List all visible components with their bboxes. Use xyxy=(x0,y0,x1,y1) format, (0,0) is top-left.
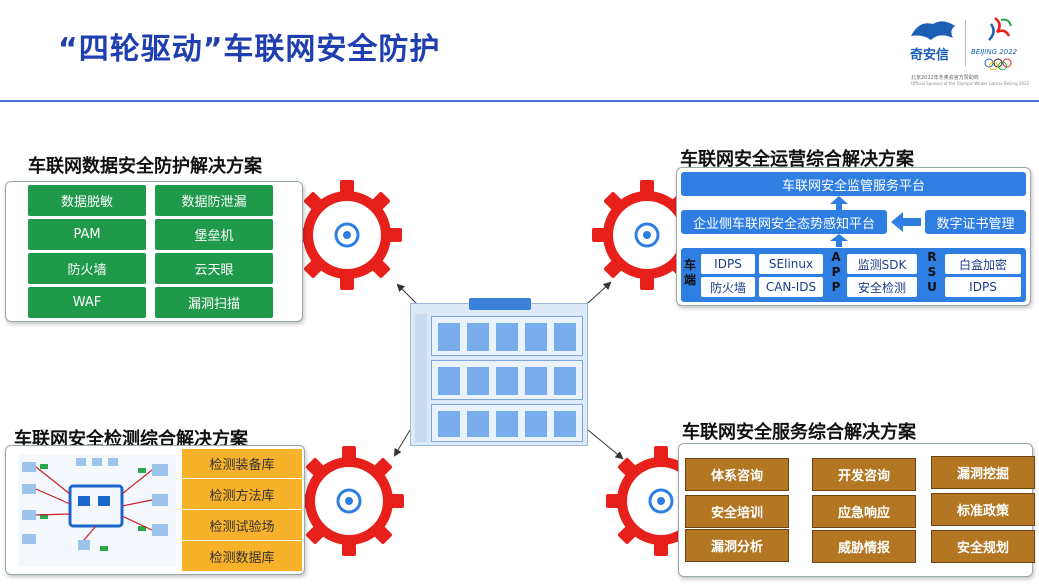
diagram-row xyxy=(431,360,583,400)
waf-item[interactable]: WAF xyxy=(28,287,146,318)
test-bench-diagram-icon xyxy=(18,454,176,566)
diagram-row xyxy=(431,404,583,442)
car-idps[interactable]: IDPS xyxy=(701,254,755,274)
operations-title: 车联网安全运营综合解决方案 xyxy=(680,149,914,170)
app-monitor-sdk[interactable]: 监测SDK xyxy=(847,254,917,274)
method-library[interactable]: 检测方法库 xyxy=(182,479,302,510)
threat-intel[interactable]: 威胁情报 xyxy=(812,530,916,563)
logo-caption-cn: 北京2022年冬奥会官方赞助商 xyxy=(911,75,979,81)
supervision-platform[interactable]: 车联网安全监管服务平台 xyxy=(681,172,1026,196)
cloud-eye-item[interactable]: 云天眼 xyxy=(155,253,273,284)
emergency-response[interactable]: 应急响应 xyxy=(812,495,916,528)
diagram-header xyxy=(469,298,531,310)
endpoint-block: 车端 IDPS SElinux 防火墙 CAN-IDS APP 监测SDK 安全… xyxy=(681,248,1026,302)
gear-icon xyxy=(592,180,702,290)
app-security-check[interactable]: 安全检测 xyxy=(847,277,917,297)
system-consulting[interactable]: 体系咨询 xyxy=(685,458,789,491)
pam-item[interactable]: PAM xyxy=(28,219,146,250)
security-training[interactable]: 安全培训 xyxy=(685,495,789,528)
gear-icon xyxy=(294,446,404,556)
detection-title: 车联网安全检测综合解决方案 xyxy=(14,429,248,450)
diagram-side-labels xyxy=(415,314,427,442)
rsu-idps[interactable]: IDPS xyxy=(945,277,1021,297)
services-title: 车联网安全服务综合解决方案 xyxy=(682,422,916,443)
security-planning[interactable]: 安全规划 xyxy=(931,530,1035,563)
detection-panel: 检测装备库 检测方法库 检测试验场 检测数据库 xyxy=(5,445,305,575)
page-title: “四轮驱动”车联网安全防护 xyxy=(58,32,441,67)
arrow-up-icon xyxy=(830,196,848,210)
rsu-whitebox-encryption[interactable]: 白盒加密 xyxy=(945,254,1021,274)
vuln-mining[interactable]: 漏洞挖掘 xyxy=(931,456,1035,489)
gear-icon xyxy=(292,180,402,290)
situation-awareness-platform[interactable]: 企业侧车联网安全态势感知平台 xyxy=(681,210,887,234)
arrow-left-icon xyxy=(891,212,921,232)
test-bench-diagram xyxy=(18,454,176,566)
data-library[interactable]: 检测数据库 xyxy=(182,541,302,572)
logo-brand: 奇安信 xyxy=(910,48,950,63)
services-panel: 体系咨询 开发咨询 漏洞挖掘 安全培训 应急响应 标准政策 漏洞分析 威胁情报 … xyxy=(678,443,1035,577)
car-selinux[interactable]: SElinux xyxy=(759,254,823,274)
architecture-diagram xyxy=(410,298,588,446)
logo-caption-en: Official Sponsor of the Olympic Winter G… xyxy=(911,81,1030,86)
car-label: 车端 xyxy=(683,258,696,287)
data-masking-item[interactable]: 数据脱敏 xyxy=(28,185,146,216)
bastion-item[interactable]: 堡垒机 xyxy=(155,219,273,250)
qax-tiger-icon xyxy=(911,21,955,40)
rsu-label: RSU xyxy=(927,250,937,294)
olympic-rings-icon xyxy=(984,58,1012,70)
olympic-emblem-icon xyxy=(988,17,1012,41)
test-field[interactable]: 检测试验场 xyxy=(182,510,302,541)
vuln-analysis[interactable]: 漏洞分析 xyxy=(685,529,789,562)
car-firewall[interactable]: 防火墙 xyxy=(701,277,755,297)
header-divider xyxy=(0,100,1039,102)
standards-policy[interactable]: 标准政策 xyxy=(931,493,1035,526)
diagram-row xyxy=(431,316,583,356)
dev-consulting[interactable]: 开发咨询 xyxy=(812,458,916,491)
app-label: APP xyxy=(831,250,841,294)
car-can-ids[interactable]: CAN-IDS xyxy=(759,277,823,297)
dlp-item[interactable]: 数据防泄漏 xyxy=(155,185,273,216)
logo-event: BEIJING 2022 xyxy=(971,48,1018,56)
data-security-panel: 数据脱敏 数据防泄漏 PAM 堡垒机 防火墙 云天眼 WAF 漏洞扫描 xyxy=(5,181,303,322)
operations-panel: 车联网安全监管服务平台 企业侧车联网安全态势感知平台 数字证书管理 车端 IDP… xyxy=(676,167,1031,306)
firewall-item[interactable]: 防火墙 xyxy=(28,253,146,284)
sponsor-logo: 奇安信 BEIJING 2022 北京2022年冬奥会官方赞助商 Officia… xyxy=(905,14,1030,89)
cert-management[interactable]: 数字证书管理 xyxy=(925,210,1026,234)
data-security-title: 车联网数据安全防护解决方案 xyxy=(28,156,262,177)
equipment-library[interactable]: 检测装备库 xyxy=(182,449,302,479)
vuln-scan-item[interactable]: 漏洞扫描 xyxy=(155,287,273,318)
arrow-up-icon xyxy=(830,234,848,247)
logo-divider xyxy=(965,20,966,66)
